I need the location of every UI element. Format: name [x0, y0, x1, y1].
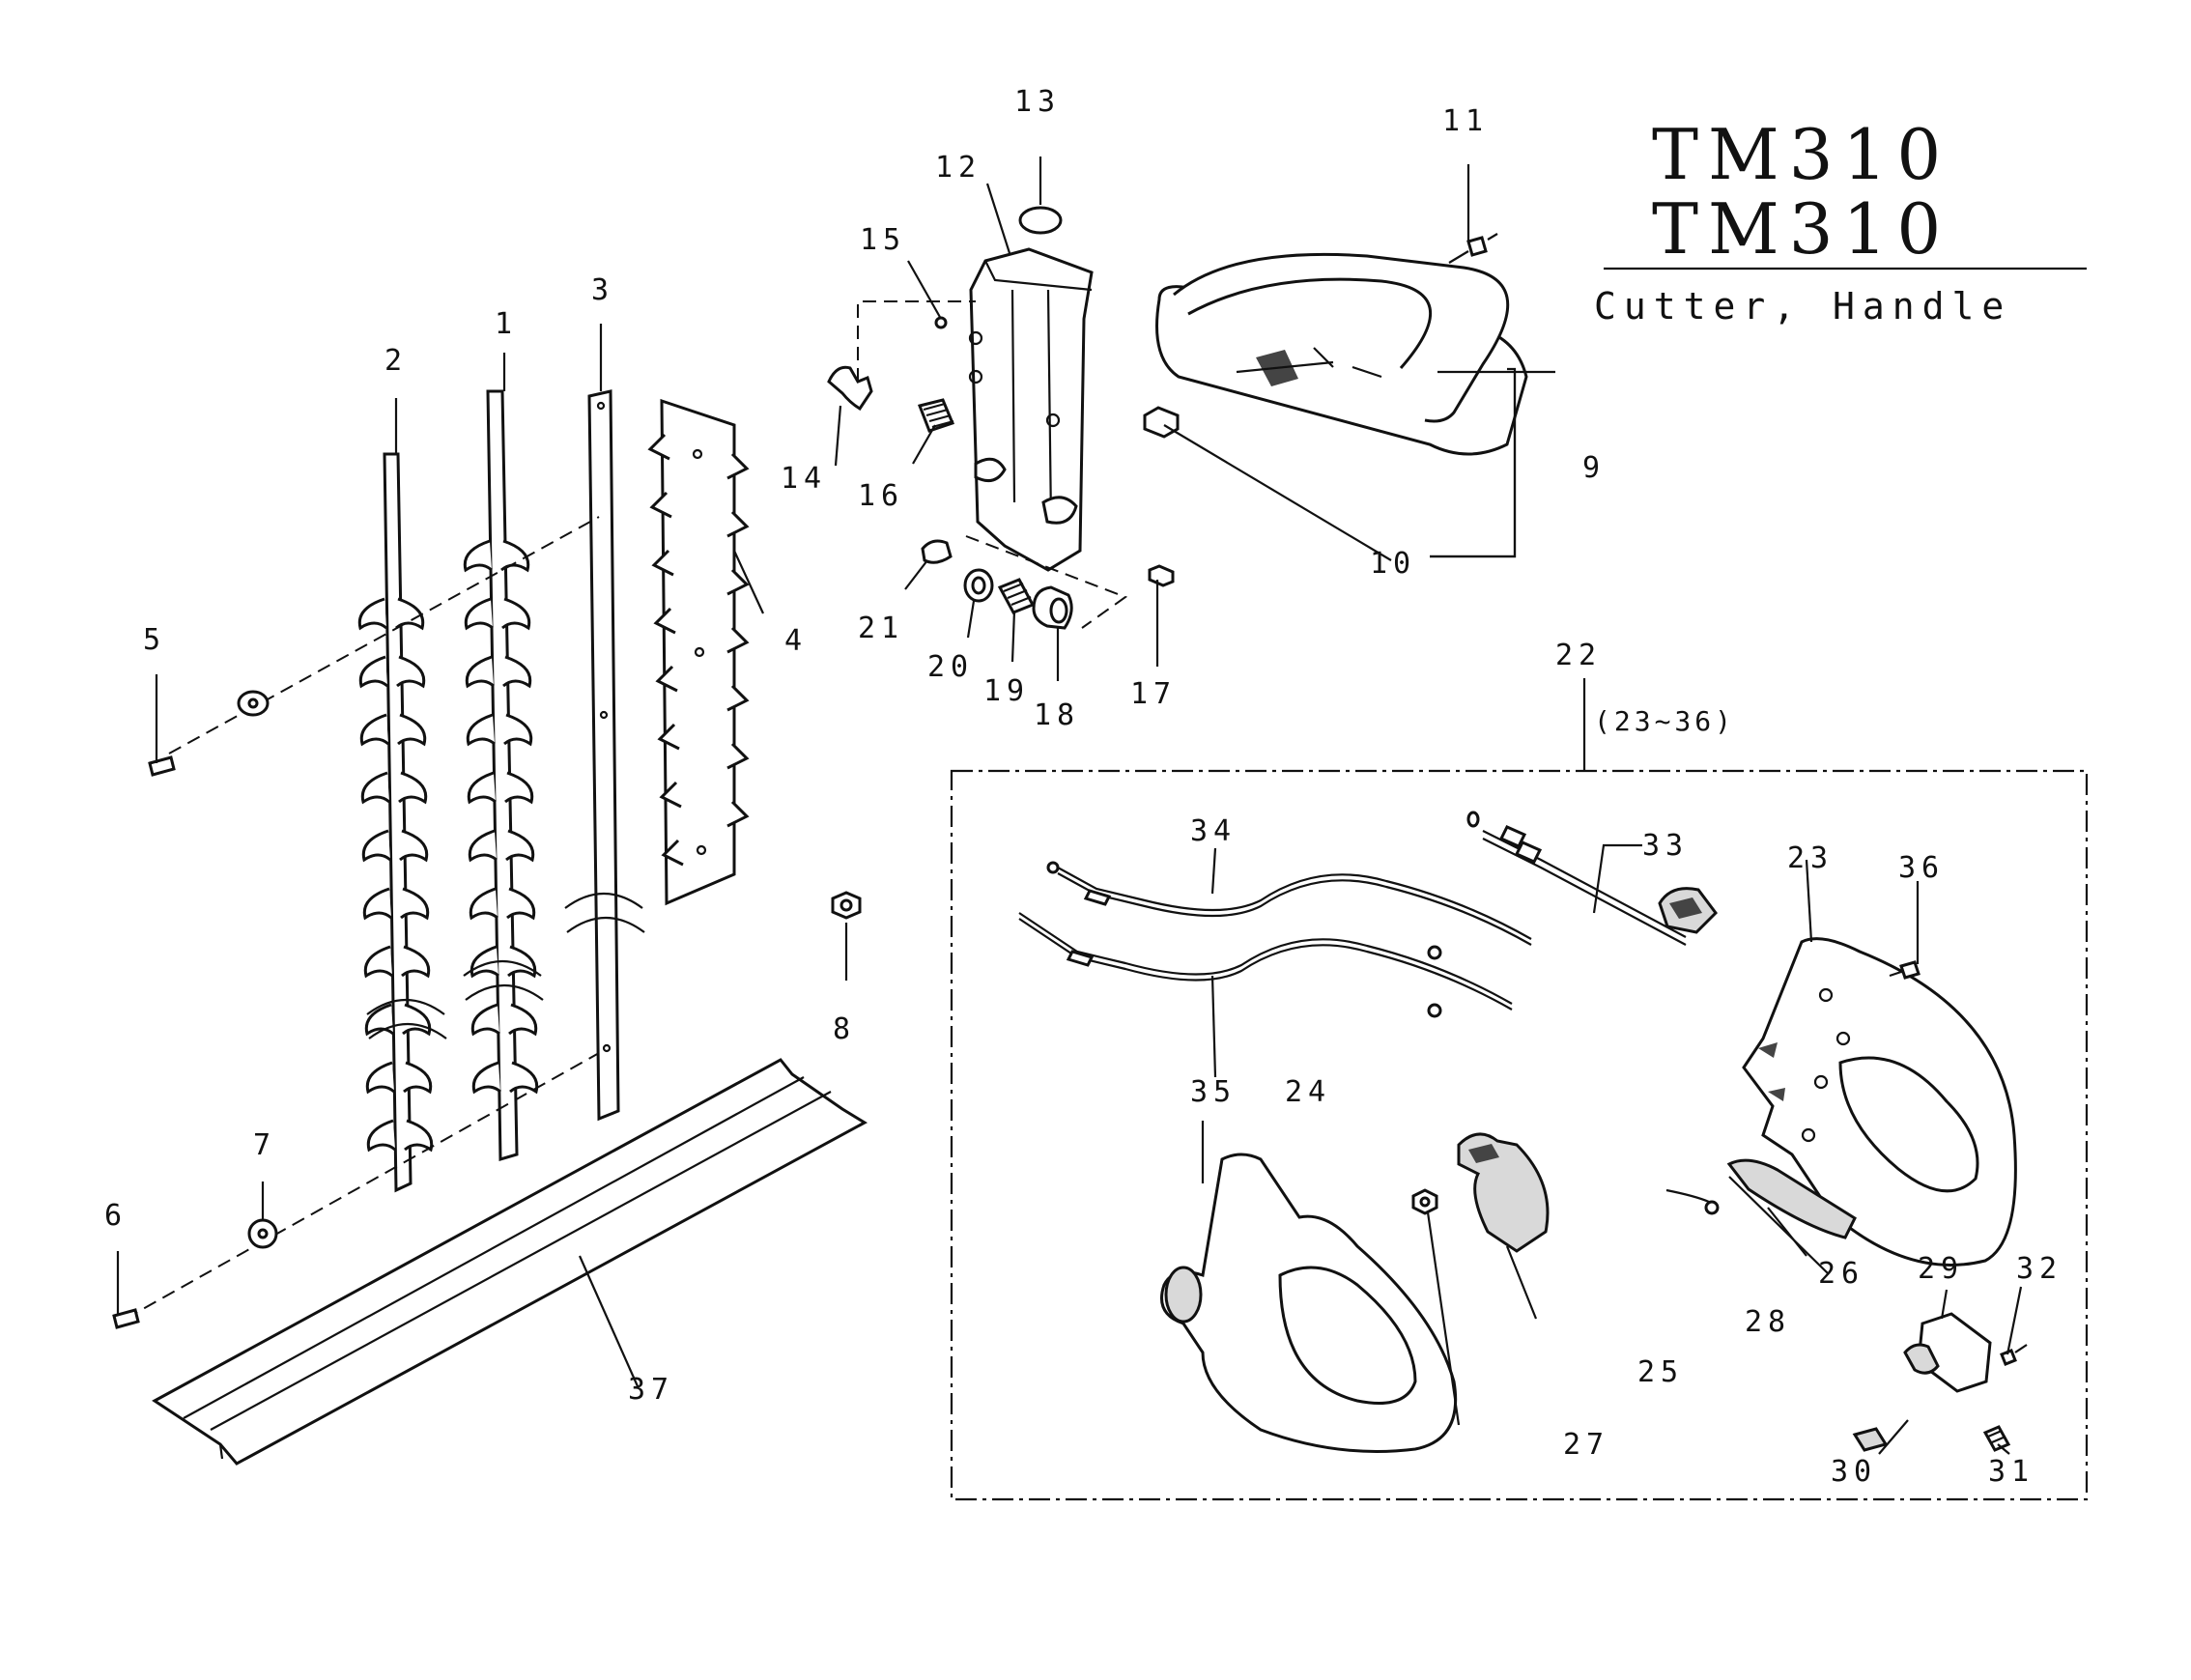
callout-22: 22	[1555, 639, 1602, 672]
screw-part-32	[2000, 1344, 2028, 1366]
callout-34: 34	[1190, 814, 1237, 848]
blade-part-4	[647, 398, 750, 906]
blade-cover-part-37	[152, 1058, 868, 1466]
bracket-part-12	[968, 247, 1094, 572]
callout-25: 25	[1637, 1355, 1684, 1389]
callout-28: 28	[1745, 1305, 1791, 1339]
spring-part-16	[917, 398, 955, 433]
assembly-line-lower	[125, 1052, 600, 1320]
callout-2: 2	[384, 344, 408, 378]
callout-21: 21	[858, 612, 904, 645]
group-range-label: (23~36)	[1594, 705, 1735, 737]
clip-part-14	[827, 365, 873, 412]
callout-20: 20	[927, 650, 974, 684]
callout-36: 36	[1898, 851, 1945, 885]
screw-part-36	[1889, 960, 1921, 980]
cable-part-35	[1018, 912, 1513, 1018]
callout-17: 17	[1130, 677, 1177, 711]
callout-labels: 2 1 3 4 5 6 7 8 9 10 11 12 13 14 15 16 1…	[104, 85, 2063, 1489]
callout-15: 15	[860, 223, 906, 257]
bar-part-3	[564, 389, 645, 1122]
assembly-line-upper	[168, 516, 600, 755]
callout-37: 37	[628, 1373, 674, 1407]
lever-part-26	[1726, 1158, 1857, 1239]
handle-half-part-23	[1742, 937, 2017, 1267]
callout-12: 12	[935, 151, 982, 185]
leader-lines	[116, 157, 2023, 1455]
callout-9: 9	[1582, 451, 1606, 485]
callout-10: 10	[1370, 547, 1416, 581]
assembly-line-collar	[965, 535, 1128, 629]
switch-harness-part-33	[1466, 811, 1718, 946]
spring-part-31	[1982, 1425, 2011, 1452]
callout-3: 3	[591, 273, 614, 307]
callout-5: 5	[143, 623, 166, 657]
nut-part-8	[831, 891, 862, 920]
callout-16: 16	[858, 479, 904, 513]
ring-part-13	[1018, 206, 1063, 235]
washer-part-20	[963, 568, 994, 603]
callout-8: 8	[833, 1012, 856, 1046]
bolt-part-17	[1148, 564, 1175, 587]
screw-part-15	[934, 316, 948, 329]
callout-19: 19	[983, 674, 1030, 708]
callout-29: 29	[1918, 1252, 1964, 1286]
blade-part-2	[357, 452, 447, 1193]
plate-part-30	[1852, 1427, 1889, 1452]
latch-part-29	[1903, 1312, 1992, 1393]
top-handle-part-9	[1155, 252, 1528, 456]
blade-part-1	[463, 389, 544, 1161]
callout-24: 24	[1285, 1075, 1331, 1109]
callout-4: 4	[784, 624, 808, 658]
callout-23: 23	[1787, 841, 1834, 875]
callout-30: 30	[1831, 1455, 1877, 1489]
nut-part-27	[1411, 1188, 1438, 1215]
spring-part-28	[1665, 1188, 1720, 1215]
cap-part-10	[1143, 406, 1180, 439]
callout-26: 26	[1818, 1257, 1864, 1291]
callout-1: 1	[495, 307, 518, 341]
callout-32: 32	[2016, 1252, 2063, 1286]
washer-part-7	[247, 1218, 278, 1249]
callout-18: 18	[1034, 698, 1080, 732]
callout-13: 13	[1014, 85, 1061, 119]
callout-11: 11	[1442, 104, 1489, 138]
collar-part-18	[1032, 585, 1073, 630]
callout-33: 33	[1642, 829, 1689, 863]
handle-half-part-24	[1160, 1153, 1458, 1453]
bolt-part-5	[148, 690, 270, 777]
group-box-part-22	[950, 769, 2089, 1501]
spring-part-19	[997, 578, 1036, 614]
callout-27: 27	[1563, 1428, 1609, 1462]
callout-31: 31	[1988, 1455, 2034, 1489]
trigger-part-25	[1457, 1132, 1550, 1253]
callout-14: 14	[781, 462, 827, 496]
bolt-part-6	[112, 1308, 140, 1329]
cable-part-34	[1046, 861, 1532, 960]
model-title-2: TM310	[1652, 188, 1950, 270]
callout-7: 7	[253, 1128, 276, 1162]
stop-part-21	[921, 539, 953, 564]
model-title-1: TM310	[1652, 114, 1950, 195]
section-title: Cutter, Handle	[1594, 285, 2011, 327]
assembly-line-clip	[857, 300, 976, 382]
callout-35: 35	[1190, 1075, 1237, 1109]
callout-6: 6	[104, 1199, 128, 1233]
screw-part-11	[1448, 233, 1498, 264]
